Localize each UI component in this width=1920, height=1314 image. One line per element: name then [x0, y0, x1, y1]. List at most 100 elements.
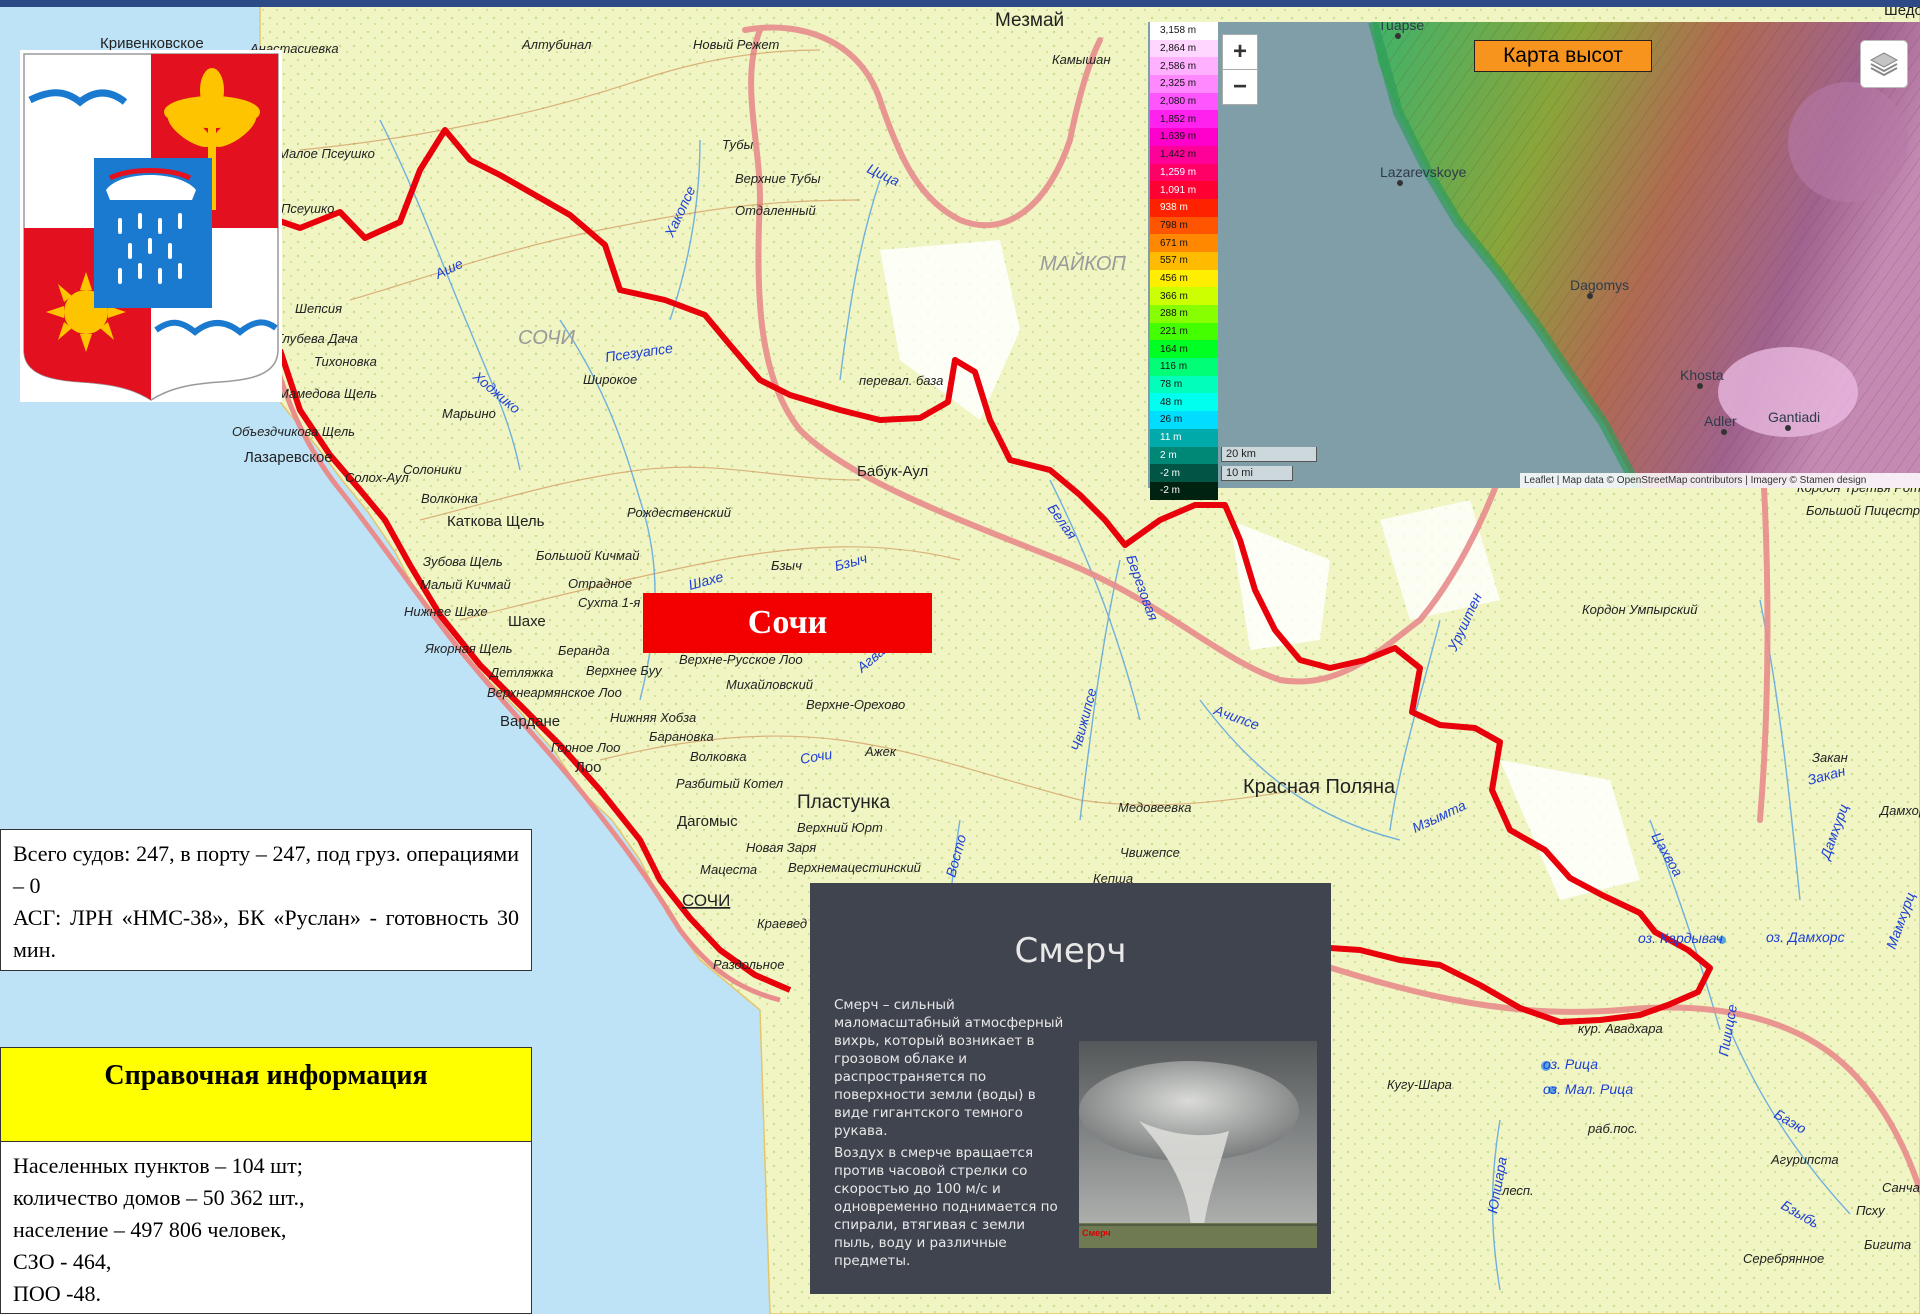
place-label: Верхний Юрт: [797, 820, 883, 835]
legend-entry: 1,852 m: [1150, 110, 1218, 129]
place-label: перевал. база: [859, 373, 943, 388]
legend-entry: 2,864 m: [1150, 39, 1218, 58]
legend-entry: 2 m: [1150, 446, 1218, 465]
place-label: Верхне-Орехово: [806, 697, 905, 712]
place-label: Шахе: [508, 613, 546, 630]
map-attribution: Leaflet | Map data © OpenStreetMap contr…: [1520, 473, 1920, 488]
river-network: [379, 119, 1851, 1291]
river-label: оз. Рица: [1543, 1056, 1598, 1072]
legend-entry: 3,158 m: [1150, 22, 1218, 40]
legend-entry: 456 m: [1150, 269, 1218, 288]
place-label: Краевед: [757, 916, 807, 931]
place-label: Тихоновка: [314, 354, 377, 369]
place-label: Мацеста: [700, 862, 757, 877]
place-label: Барановка: [649, 729, 714, 744]
river-label: оз. Дамхорс: [1766, 929, 1845, 945]
town-label: Tuapse: [1378, 22, 1424, 33]
town-label: Adler: [1704, 413, 1737, 429]
legend-entry: 1,442 m: [1150, 145, 1218, 164]
place-label: Кривенковское: [100, 35, 204, 52]
coat-of-arms-sochi: [20, 50, 282, 402]
place-label: Беранда: [558, 643, 610, 658]
slide-title: Смерч: [1014, 931, 1127, 971]
place-label: Раздольное: [713, 957, 784, 972]
zoom-in-button[interactable]: +: [1222, 34, 1258, 70]
layers-button[interactable]: [1860, 40, 1908, 88]
legend-entry: 2,586 m: [1150, 57, 1218, 76]
scale-mi: 10 mi: [1221, 466, 1293, 481]
place-label: Якорная Щель: [424, 641, 513, 656]
local-roads: [299, 49, 1301, 806]
place-label: Ажек: [864, 744, 897, 759]
place-label: Верхние Тубы: [735, 171, 821, 186]
place-label: Верхне-Русское Лоо: [679, 652, 803, 667]
place-label: лесп.: [1501, 1183, 1534, 1198]
place-label: Солоники: [403, 462, 462, 477]
town-marker: [1587, 293, 1593, 299]
tornado-photo: [1079, 1041, 1317, 1248]
town-marker: [1721, 429, 1727, 435]
elevation-map-title: Карта высот: [1474, 40, 1652, 72]
place-label: Сухта 1-я: [578, 595, 640, 610]
coastline-boundary: [277, 349, 792, 993]
place-label: Кепша: [1093, 871, 1133, 886]
place-label: Камышан: [1052, 52, 1111, 67]
legend-entry: 288 m: [1150, 305, 1218, 323]
high-mountain-area: [880, 240, 1020, 420]
lakes: [1541, 936, 1726, 1094]
place-label: Волковка: [690, 749, 746, 764]
elevation-terrain: [1148, 22, 1920, 488]
place-label: Верхнее Буу: [586, 663, 663, 678]
place-label: Шепсия: [295, 301, 342, 316]
houses-count: количество домов – 50 362 шт.,: [13, 1185, 305, 1210]
place-label: Бабук-Аул: [857, 463, 928, 480]
place-label: Мезмай: [995, 10, 1064, 31]
place-label: Агурипста: [1770, 1152, 1839, 1167]
place-label: Рождественский: [627, 505, 731, 520]
scale-km: 20 km: [1221, 447, 1317, 462]
place-label: Верхнемацестинский: [788, 860, 921, 875]
place-label: Отдаленный: [735, 203, 816, 218]
place-label: Чвижепсе: [1120, 845, 1180, 860]
place-label: Санчар: [1882, 1180, 1920, 1195]
place-label: Кугу-Шара: [1387, 1077, 1452, 1092]
place-label: Алтубинал: [521, 37, 592, 52]
place-label: Горное Лоо: [551, 740, 620, 755]
place-label: Малое Псеушко: [278, 146, 375, 161]
place-label: Отрадное: [568, 576, 632, 591]
town-label: Khosta: [1680, 367, 1724, 383]
vessels-count-text: Всего судов: 247, в порту – 247, под гру…: [13, 841, 519, 898]
place-label: Псху: [1856, 1203, 1886, 1218]
legend-entry: -2 m: [1150, 464, 1218, 482]
place-label: Глубева Дача: [276, 331, 358, 346]
place-label: Красная Поляна: [1243, 776, 1396, 798]
szo-count: СЗО - 464,: [13, 1249, 112, 1274]
population-count: население – 497 806 человек,: [13, 1217, 287, 1242]
legend-entry: 221 m: [1150, 322, 1218, 341]
high-mountain-area: [1230, 520, 1330, 650]
place-label: Лоо: [575, 759, 602, 776]
place-label: Детляжка: [488, 665, 553, 680]
place-label: Марьино: [442, 406, 496, 421]
place-label: Нижнее Шахе: [404, 604, 488, 619]
reference-info-body: Населенных пунктов – 104 шт; количество …: [0, 1141, 532, 1314]
settlements-count: Населенных пунктов – 104 шт;: [13, 1153, 303, 1178]
place-label: Широкое: [583, 372, 637, 387]
place-label: Серебрянное: [1743, 1251, 1824, 1266]
place-label: Малый Кичмай: [420, 577, 511, 592]
place-label: Дамхорс: [1878, 803, 1920, 818]
zoom-out-button[interactable]: −: [1222, 69, 1258, 105]
place-label: Бзыч: [771, 558, 802, 573]
legend-entry: 671 m: [1150, 234, 1218, 252]
river-label: оз. Кардывач: [1638, 930, 1723, 946]
district-boundary: [259, 127, 1713, 1025]
legend-entry: 798 m: [1150, 216, 1218, 235]
place-label: Пластунка: [797, 792, 890, 813]
tornado-image: [1079, 1041, 1317, 1248]
legend-entry: 26 m: [1150, 411, 1218, 429]
coastal-road: [259, 299, 781, 1003]
place-label: Новый Режет: [693, 37, 779, 52]
